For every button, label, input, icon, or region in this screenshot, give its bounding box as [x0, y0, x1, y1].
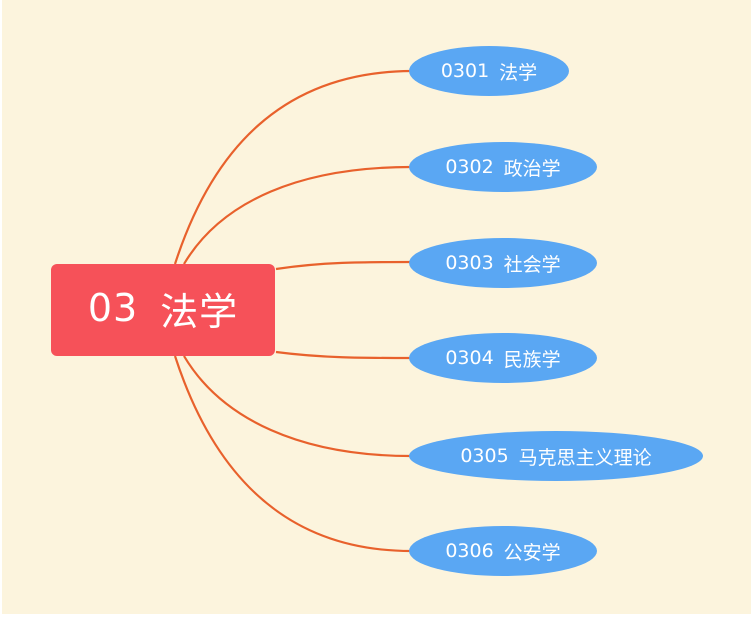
- root-code: 03: [87, 286, 139, 330]
- node-code: 0306: [445, 540, 494, 562]
- node-name: 公安学: [503, 541, 561, 564]
- link-0305: [183, 355, 412, 458]
- node-code: 0305: [460, 445, 509, 467]
- node-name: 马克思主义理论: [518, 446, 652, 469]
- root-node[interactable]: 03 法学: [51, 264, 275, 356]
- node-code: 0304: [445, 347, 494, 369]
- node-name: 社会学: [503, 253, 561, 276]
- node-code: 0301: [440, 60, 490, 82]
- node-name: 民族学: [503, 348, 561, 371]
- link-0302: [183, 165, 412, 265]
- node-0304[interactable]: 0304 民族学: [409, 333, 597, 383]
- node-0306[interactable]: 0306 公安学: [409, 526, 597, 576]
- node-0305[interactable]: 0305 马克思主义理论: [409, 431, 703, 481]
- node-0301[interactable]: 0301 法学: [409, 46, 569, 96]
- node-code: 0302: [445, 156, 494, 178]
- node-code: 0303: [445, 252, 494, 274]
- link-0306: [173, 355, 412, 553]
- root-name: 法学: [160, 289, 239, 334]
- node-0302[interactable]: 0302 政治学: [409, 142, 597, 192]
- link-0304: [275, 350, 412, 360]
- node-0303[interactable]: 0303 社会学: [409, 238, 597, 288]
- link-0303: [275, 260, 412, 271]
- link-0301: [173, 69, 412, 265]
- node-name: 法学: [499, 61, 538, 84]
- node-name: 政治学: [503, 157, 561, 180]
